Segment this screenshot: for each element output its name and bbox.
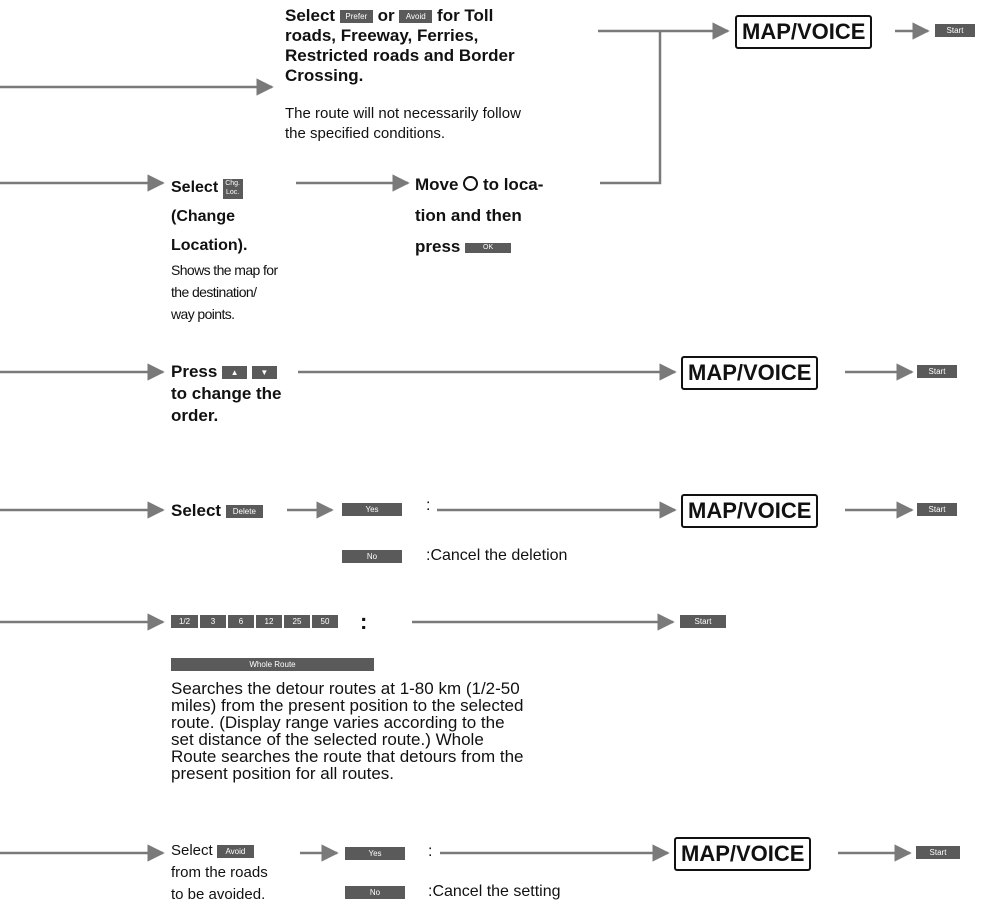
row6-yes-colon: : — [428, 843, 433, 860]
row2-note: Shows the map for the destination/ way p… — [171, 262, 278, 322]
distance-button[interactable]: 6 — [228, 615, 254, 628]
mapvoice-key[interactable]: MAP/VOICE — [735, 15, 873, 49]
start-button[interactable]: Start — [917, 503, 957, 516]
yes-button[interactable]: Yes — [342, 503, 402, 516]
row1-line4: Crossing. — [285, 66, 364, 85]
avoid-button[interactable]: Avoid — [399, 10, 433, 24]
up-button[interactable]: ▲ — [222, 366, 248, 380]
row3-line1: Press ▲ ▼ — [171, 361, 282, 383]
row6-cancel-text: :Cancel the setting — [428, 883, 561, 900]
distance-button[interactable]: 12 — [256, 615, 282, 628]
row5-description: Searches the detour routes at 1-80 km (1… — [171, 679, 524, 783]
row6-line1: Select Avoid — [171, 840, 268, 862]
row2-line1: Select Chg.Loc. — [171, 173, 247, 202]
row3-line2: to change the — [171, 384, 282, 403]
ok-button[interactable]: OK — [465, 242, 512, 253]
delete-button[interactable]: Delete — [225, 505, 263, 519]
cursor-circle-icon — [463, 176, 479, 191]
row2-move-line3: press OK — [415, 231, 543, 262]
no-button[interactable]: No — [342, 550, 402, 563]
mapvoice-key[interactable]: MAP/VOICE — [681, 494, 819, 528]
row2-line2: (Change — [171, 208, 235, 225]
row1-line3: Restricted roads and Border — [285, 46, 515, 65]
distance-button[interactable]: 1/2 — [171, 615, 198, 628]
whole-route-button[interactable]: Whole Route — [171, 658, 374, 671]
row2-move-line1: Move to loca- — [415, 175, 544, 194]
yes-button[interactable]: Yes — [345, 847, 405, 860]
distance-button[interactable]: 50 — [312, 615, 338, 628]
start-button[interactable]: Start — [935, 24, 975, 37]
start-button[interactable]: Start — [680, 615, 726, 628]
distance-button[interactable]: 25 — [284, 615, 310, 628]
mapvoice-key[interactable]: MAP/VOICE — [674, 837, 812, 871]
row1-instruction: Select Prefer or Avoid for Toll roads, F… — [285, 6, 615, 86]
row4-instruction: Select Delete — [171, 500, 263, 522]
row2-line3: Location). — [171, 237, 248, 254]
row1-line2: roads, Freeway, Ferries, — [285, 26, 479, 45]
avoid-button[interactable]: Avoid — [216, 844, 254, 858]
distance-button[interactable]: 3 — [200, 615, 226, 628]
row1-line1: Select Prefer or Avoid for Toll — [285, 6, 494, 25]
row4-cancel-text: :Cancel the deletion — [426, 547, 568, 564]
row6-instruction: Select Avoid from the roads to be avoide… — [171, 840, 268, 906]
no-button[interactable]: No — [345, 886, 405, 899]
row2-return-connector — [600, 31, 662, 185]
row5-colon: : — [360, 609, 368, 634]
down-button[interactable]: ▼ — [251, 366, 277, 380]
row1-note: The route will not necessarily follow th… — [285, 105, 521, 142]
row2-instruction: Select Chg.Loc. (Change Location). — [171, 173, 247, 260]
start-button[interactable]: Start — [917, 365, 957, 378]
row6-line2: from the roads — [171, 864, 268, 881]
mapvoice-key[interactable]: MAP/VOICE — [681, 356, 819, 390]
distance-buttons: 1/2 3 6 12 25 50 — [171, 615, 338, 628]
row6-line3: to be avoided. — [171, 886, 266, 903]
row2-move-line2: tion and then — [415, 206, 522, 225]
row3-line3: order. — [171, 406, 219, 425]
row2-move-instruction: Move to loca- tion and then press OK — [415, 169, 543, 262]
change-location-button[interactable]: Chg.Loc. — [222, 179, 243, 199]
prefer-button[interactable]: Prefer — [339, 10, 373, 24]
row3-instruction: Press ▲ ▼ to change the order. — [171, 361, 282, 427]
row4-yes-colon: : — [426, 497, 431, 514]
start-button[interactable]: Start — [916, 846, 960, 859]
